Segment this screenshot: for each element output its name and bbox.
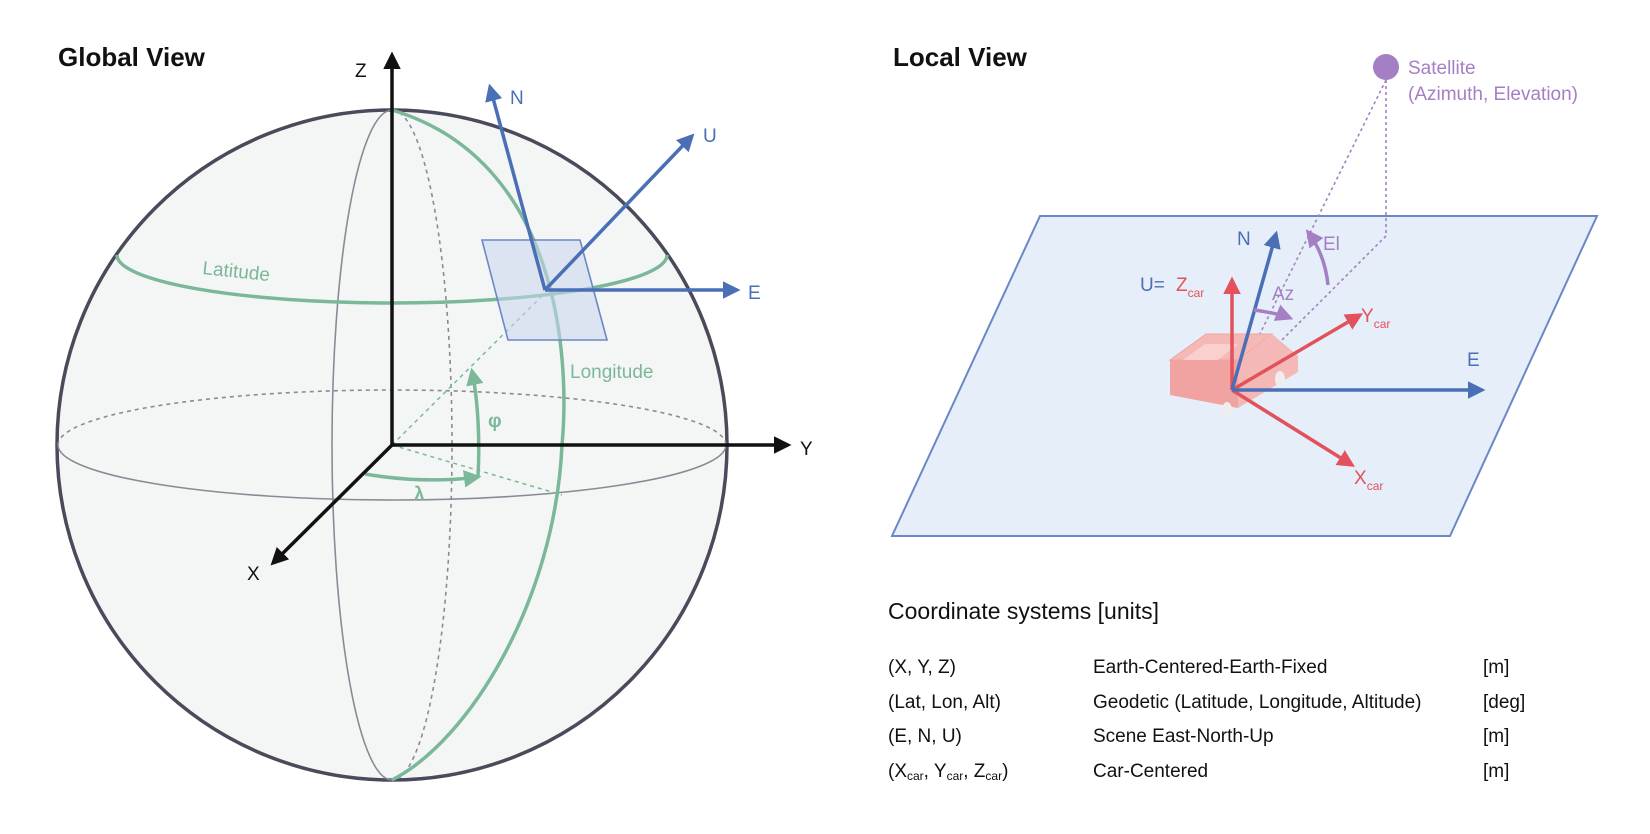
global-u-axis	[543, 133, 695, 292]
legend-unit: [m]	[1483, 657, 1510, 679]
legend-name: Earth-Centered-Earth-Fixed	[1093, 657, 1328, 679]
azimuth-arc	[1253, 304, 1294, 321]
legend-row: (Lat, Lon, Alt) Geodetic (Latitude, Long…	[888, 686, 1588, 721]
local-n-axis	[1230, 230, 1281, 391]
longitude-label: Longitude	[570, 362, 653, 383]
azimuth-label: Az	[1272, 284, 1294, 305]
global-u-label: U	[703, 126, 717, 147]
z-axis-label: Z	[355, 61, 367, 82]
local-n-label: N	[1237, 229, 1251, 250]
lambda-label: λ	[414, 484, 425, 505]
x-axis-label: X	[247, 564, 260, 585]
satellite-icon	[1373, 54, 1399, 80]
y-axis-label: Y	[800, 439, 813, 460]
z-car-label: Zcar	[1176, 275, 1204, 300]
x-axis	[270, 443, 394, 566]
y-car-label: Ycar	[1361, 306, 1390, 331]
x-car-axis	[1231, 388, 1355, 467]
meridian-back	[391, 109, 453, 781]
elevation-label: El	[1323, 234, 1340, 255]
legend-unit: [deg]	[1483, 691, 1526, 713]
legend-symbol: (E, N, U)	[888, 726, 962, 748]
legend-unit: [m]	[1483, 760, 1510, 782]
global-n-axis	[485, 83, 547, 291]
local-e-label: E	[1467, 350, 1480, 371]
lambda-arc	[364, 470, 482, 488]
legend-row: (Xcar, Ycar, Zcar) Car-Centered [m]	[888, 755, 1588, 790]
u-equals-label: U=	[1140, 275, 1165, 296]
satellite-subtitle: (Azimuth, Elevation)	[1408, 84, 1578, 105]
legend-symbol: (X, Y, Z)	[888, 657, 956, 679]
satellite-label: Satellite	[1408, 58, 1476, 79]
local-view-title: Local View	[893, 42, 1028, 72]
y-car-axis	[1231, 313, 1364, 392]
global-e-label: E	[748, 283, 761, 304]
coordinate-systems-legend: Coordinate systems [units] (X, Y, Z) Ear…	[888, 598, 1588, 789]
global-n-label: N	[510, 88, 524, 109]
legend-row: (X, Y, Z) Earth-Centered-Earth-Fixed [m]	[888, 651, 1588, 686]
legend-unit: [m]	[1483, 726, 1510, 748]
phi-label: φ	[488, 411, 502, 432]
legend-name: Geodetic (Latitude, Longitude, Altitude)	[1093, 691, 1422, 713]
legend-name: Car-Centered	[1093, 760, 1209, 782]
equator-front	[57, 444, 727, 501]
legend-symbol: (Xcar, Ycar, Zcar)	[888, 760, 1009, 783]
global-view-title: Global View	[58, 42, 206, 72]
legend-row: (E, N, U) Scene East-North-Up [m]	[888, 720, 1588, 755]
phi-arc	[466, 367, 484, 478]
legend-name: Scene East-North-Up	[1093, 726, 1274, 748]
legend-symbol: (Lat, Lon, Alt)	[888, 691, 1002, 713]
legend-title: Coordinate systems [units]	[888, 598, 1160, 624]
meridian-front	[331, 109, 393, 781]
x-car-label: Xcar	[1354, 468, 1383, 493]
elevation-arc	[1305, 229, 1330, 286]
